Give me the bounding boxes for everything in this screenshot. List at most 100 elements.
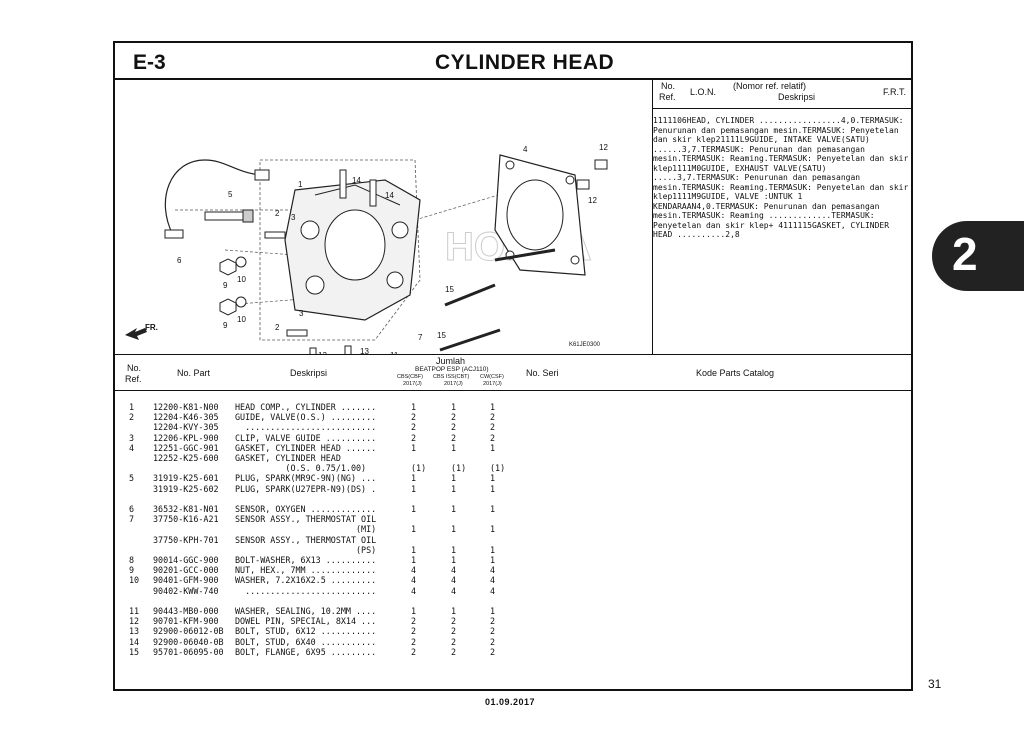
section-header: E-3 CYLINDER HEAD [115,43,911,80]
cell-q3: 2 [490,626,496,637]
cell-q3: 2 [490,422,496,433]
cell-ref: 9 [129,565,135,576]
header-ref: Ref. [125,374,142,384]
cell-part: 12252-K25-600 [153,453,219,463]
cell-q3: 2 [490,412,496,423]
cell-q3: 2 [490,432,496,443]
cell-desc: SENSOR ASSY., THERMOSTAT OIL [235,534,377,545]
cell-q2: 1 [451,555,457,565]
catalog-page-frame: E-3 CYLINDER HEAD HONDA [113,41,913,691]
header-catalog: Kode Parts Catalog [696,368,775,378]
print-date: 01.09.2017 [485,697,536,707]
table-row: 1 1 90443-MB0-000 WASHER, SEALING, 10.2MM .… [115,606,515,616]
callout-7: 7 [418,333,423,342]
cell-q3: 4 [490,585,496,596]
header-col3-year: 2017(J) [483,381,502,387]
cell-part: 90701-KFM-900 [153,616,219,627]
cell-desc: NUT, HEX., 7MM ............. [235,565,377,576]
header-desc: Deskripsi [290,368,328,378]
callout-9: 9 [223,281,228,290]
cell-desc: PLUG, SPARK(MR9C-9N)(NG) ... [235,473,377,484]
callout-11: 11 [390,351,399,354]
cell-desc: WASHER, SEALING, 10.2MM .... [235,606,377,616]
cell-desc: SENSOR, OXYGEN ............. [235,504,377,514]
cell-ref: 2 [129,412,135,423]
cell-q1: 1 [411,606,417,616]
cell-q1: 2 [411,626,417,637]
header-seri: No. Seri [526,368,559,378]
cell-q2: 2 [451,432,457,443]
cell-q3: 1 [490,473,496,484]
callout-2: 2 [275,209,280,218]
callout-14: 14 [352,176,361,185]
cell-q2: 1 [451,524,457,535]
cell-part: 31919-K25-602 [153,483,219,494]
callout-13: 13 [318,351,327,354]
cell-q2: 1 [451,504,457,514]
cell-q3: (1) [490,463,506,474]
cell-ref: 7 [129,514,135,525]
cell-part: 90402-KWW-740 [153,585,219,596]
ref-row-ref: + 4 [768,220,784,230]
cell-desc: .......................... [235,422,377,433]
ref-row-frt: 4,0 [840,116,856,125]
cell-q2: 1 [451,483,457,494]
table-row: 31919-K25-602 PLUG, SPARK(U27EPR-N9)(DS) … [115,484,515,494]
header-no: No. [127,363,142,373]
cell-desc: SENSOR ASSY., THERMOSTAT OIL [235,514,377,525]
header-col1-year: 2017(J) [403,381,422,387]
cell-desc: DOWEL PIN, SPECIAL, 8X14 ... [235,616,377,627]
ref-row-note: .TERMASUK: Reaming [677,182,764,192]
table-row [115,494,515,504]
ref-row-note: skir klep [667,135,716,144]
ref-row-desc: GUIDE, INTAKE VALVE(SATU) ...... [653,135,870,154]
callout-10: 10 [237,275,246,284]
table-row: (O.S. 0.75/1.00)(1)(1)(1) [115,463,515,473]
cell-part: 90443-MB0-000 [153,606,219,616]
cell-ref: 6 [129,504,135,514]
cell-desc: (MI) [235,524,377,535]
cell-part: 92900-06012-0B [153,626,224,637]
cell-q2: 2 [451,412,457,423]
cell-q3: 2 [490,646,496,657]
sensor-wire [164,159,261,236]
cell-desc: .......................... [235,585,377,596]
cell-desc: WASHER, 7.2X16X2.5 ......... [235,575,377,586]
cell-q2: 1 [451,402,457,412]
cell-desc: PLUG, SPARK(U27EPR-N9)(DS) . [235,483,377,494]
cell-ref: 1 [129,402,135,412]
callout-5: 5 [228,190,233,199]
cell-q3: 2 [490,636,496,647]
cell-part: 31919-K25-601 [153,473,219,484]
callout-13b: 13 [360,347,369,354]
cell-ref: 15 [129,646,140,657]
callout-15b: 15 [437,331,446,340]
cell-q1: 1 [411,473,417,484]
ref-row-note: .TERMASUK: Reaming [677,154,764,163]
ref-row-note: .TERMASUK: Penurunan dan [710,201,827,211]
cell-q1: 1 [411,544,417,555]
front-direction-label: FR. [145,323,158,332]
section-title: CYLINDER HEAD [435,51,615,74]
cell-desc: GASKET, CYLINDER HEAD [235,453,341,463]
cell-q3: 1 [490,606,496,616]
ref-row-lon: 1111M0 [672,163,702,173]
parts-table: No. Ref. No. Part Deskripsi Jumlah BEATP… [115,354,911,692]
ref-row-note: .TERMASUK: Penurunan dan [653,116,904,135]
header-col2-year: 2017(J) [444,381,463,387]
cell-q3: 2 [490,616,496,627]
cell-q1: 2 [411,636,417,647]
ref-row-note: pemasangan mesin [715,125,798,135]
cell-q3: 1 [490,483,496,494]
table-row: 12252-K25-600 GASKET, CYLINDER HEAD [115,453,515,463]
labor-table-header: No. Ref. L.O.N. (Nomor ref. relatif) Des… [653,80,911,109]
labor-table-rows: 1111106HEAD, CYLINDER .................4… [653,116,911,240]
